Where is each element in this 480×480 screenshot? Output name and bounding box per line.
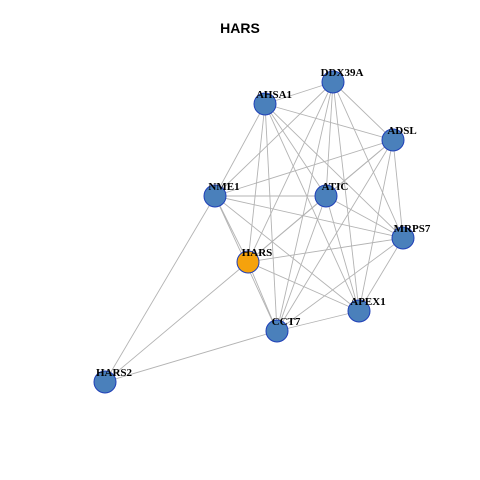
edge-mrps7-apex1 (358, 237, 404, 312)
node-label-adsl: ADSL (387, 125, 416, 137)
node-label-mrps7: MRPS7 (394, 223, 431, 235)
node-label-hars2: HARS2 (96, 367, 133, 379)
node-label-ahsa1: AHSA1 (256, 89, 292, 101)
node-nme1 (203, 184, 227, 208)
edge-ahsa1-mrps7 (264, 103, 404, 239)
edge-ahsa1-cct7 (264, 103, 278, 332)
node-label-nme1: NME1 (208, 181, 239, 193)
edge-adsl-mrps7 (392, 139, 404, 239)
edge-mrps7-hars (247, 237, 404, 263)
edge-apex1-cct7 (276, 310, 360, 332)
edge-ddx39a-apex1 (332, 81, 360, 312)
edge-atic-mrps7 (325, 195, 404, 239)
edge-cct7-hars2 (104, 330, 278, 383)
edge-ddx39a-cct7 (276, 81, 334, 332)
node-label-cct7: CCT7 (272, 316, 301, 328)
edge-ddx39a-mrps7 (332, 81, 404, 239)
node-ddx39a (321, 70, 345, 94)
diagram-title: HARS (220, 20, 260, 36)
node-label-apex1: APEX1 (350, 296, 385, 308)
edge-hars-apex1 (247, 261, 360, 312)
node-mrps7 (391, 226, 415, 250)
node-label-ddx39a: DDX39A (321, 67, 364, 79)
edge-ddx39a-adsl (332, 81, 394, 141)
edge-atic-cct7 (276, 195, 327, 332)
edge-atic-apex1 (325, 195, 360, 312)
node-cct7 (265, 319, 289, 343)
edge-hars-hars2 (104, 261, 249, 383)
edge-adsl-nme1 (214, 139, 394, 197)
edge-mrps7-cct7 (276, 237, 404, 332)
edge-ahsa1-nme1 (214, 103, 266, 197)
node-label-hars: HARS (242, 247, 273, 259)
edge-ddx39a-nme1 (214, 81, 334, 197)
edge-adsl-apex1 (358, 139, 394, 312)
edge-ahsa1-adsl (264, 103, 394, 141)
edge-adsl-cct7 (276, 139, 394, 332)
edge-layer (104, 81, 404, 383)
node-layer (93, 70, 415, 394)
node-hars2 (93, 370, 117, 394)
node-apex1 (347, 299, 371, 323)
edge-hars-cct7 (247, 261, 278, 332)
edge-atic-hars (247, 195, 327, 263)
node-hars (236, 250, 260, 274)
node-atic (314, 184, 338, 208)
edge-ddx39a-atic (325, 81, 334, 197)
edge-nme1-apex1 (214, 195, 360, 312)
edge-ddx39a-ahsa1 (264, 81, 334, 105)
edge-nme1-hars2 (104, 195, 216, 383)
node-label-atic: ATIC (322, 181, 349, 193)
edge-ahsa1-atic (264, 103, 327, 197)
node-ahsa1 (253, 92, 277, 116)
node-adsl (381, 128, 405, 152)
edge-nme1-mrps7 (214, 195, 404, 239)
